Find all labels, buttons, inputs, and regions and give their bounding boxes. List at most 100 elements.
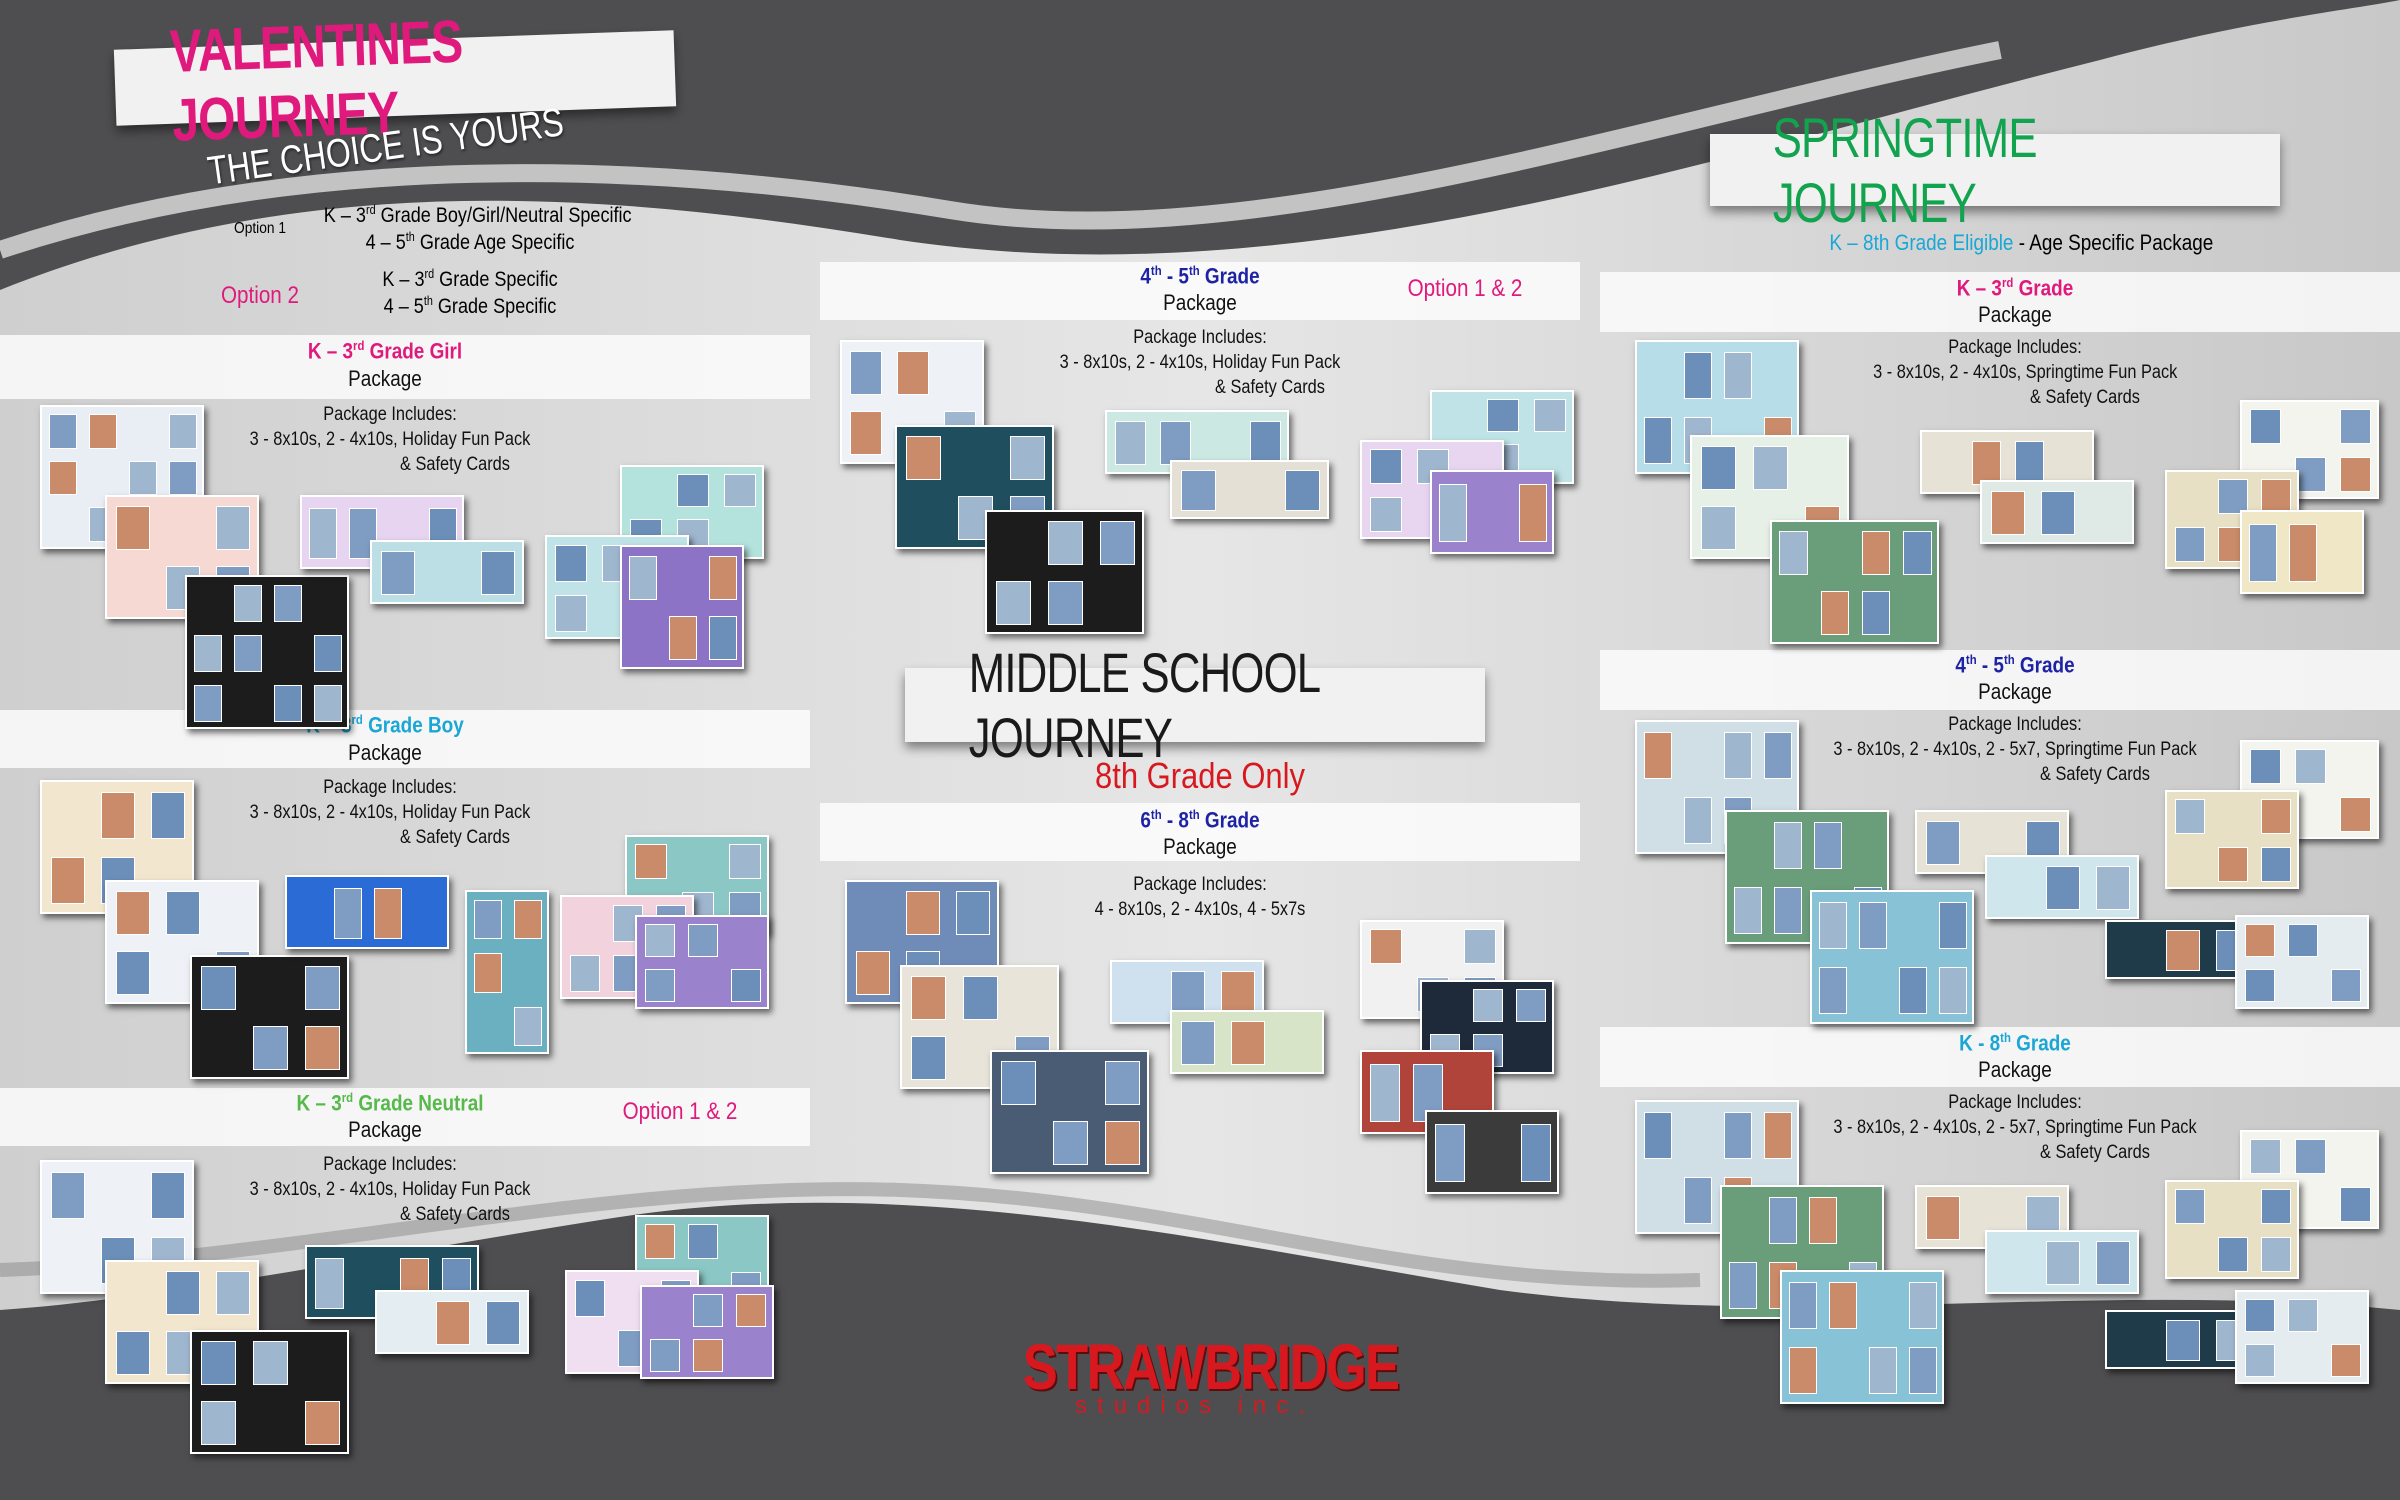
portrait-photo xyxy=(911,976,947,1020)
portrait-photo xyxy=(1861,591,1891,635)
portrait-photo xyxy=(1370,496,1403,532)
portrait-photo xyxy=(201,1341,237,1385)
portrait-photo xyxy=(1009,436,1045,480)
portrait-photo xyxy=(996,581,1032,625)
portrait-photo xyxy=(1829,1281,1857,1330)
portrait-photo xyxy=(2331,1343,2362,1378)
portrait-photo xyxy=(2289,524,2317,582)
portrait-photo xyxy=(1774,886,1802,935)
middle-top-option: Option 1 & 2 xyxy=(1407,275,1523,302)
spring-45-includes-1: 3 - 8x10s, 2 - 4x10s, 2 - 5x7, Springtim… xyxy=(1833,739,2197,760)
portrait-photo xyxy=(731,968,762,1003)
product-thumbnail xyxy=(1170,1010,1324,1074)
portrait-photo xyxy=(1160,421,1191,465)
portrait-photo xyxy=(1752,446,1789,490)
middle-subtitle: 8th Grade Only xyxy=(1095,755,1305,796)
portrait-photo xyxy=(1181,1021,1215,1065)
portrait-photo xyxy=(481,551,515,595)
portrait-photo xyxy=(1789,1281,1817,1330)
spring-k3-band xyxy=(1600,272,2400,332)
portrait-photo xyxy=(644,1224,675,1260)
portrait-photo xyxy=(1769,1196,1797,1245)
product-thumbnail xyxy=(640,1285,774,1379)
spring-k8-includes-2: & Safety Cards xyxy=(2040,1142,2150,1163)
portrait-photo xyxy=(1861,531,1891,575)
valentines-girl-band xyxy=(0,335,810,399)
valentines-girl-package: Package xyxy=(348,366,422,391)
springtime-title: SPRINGTIME JOURNEY xyxy=(1772,106,2038,234)
product-thumbnail xyxy=(2240,400,2379,499)
portrait-photo xyxy=(1809,1196,1837,1245)
portrait-photo xyxy=(1729,1261,1757,1310)
portrait-photo xyxy=(1463,929,1496,965)
spring-k8-band xyxy=(1600,1027,2400,1087)
portrait-photo xyxy=(201,966,237,1010)
portrait-photo xyxy=(2250,749,2281,785)
portrait-photo xyxy=(2174,526,2205,562)
portrait-photo xyxy=(1903,531,1932,575)
product-thumbnail xyxy=(1985,855,2139,919)
portrait-photo xyxy=(1684,1176,1712,1225)
portrait-photo xyxy=(2340,1186,2371,1222)
portrait-photo xyxy=(555,594,588,632)
valentines-boy-band xyxy=(0,710,810,768)
portrait-photo xyxy=(2244,1343,2275,1378)
portrait-photo xyxy=(1789,1346,1817,1395)
option2-line1: K – 3rd Grade Specific xyxy=(382,267,558,291)
portrait-photo xyxy=(374,887,402,939)
portrait-photo xyxy=(1724,351,1752,400)
product-thumbnail xyxy=(375,1290,529,1354)
portrait-photo xyxy=(1516,988,1547,1023)
portrait-photo xyxy=(1724,1111,1752,1160)
portrait-photo xyxy=(2244,923,2275,958)
valentines-girl-includes-2: & Safety Cards xyxy=(400,454,510,475)
portrait-photo xyxy=(1926,1196,1960,1240)
portrait-photo xyxy=(2174,1189,2205,1225)
valentines-neutral-grade: K – 3rd Grade Neutral xyxy=(296,1090,484,1116)
option1-label: Option 1 xyxy=(233,220,287,237)
portrait-photo xyxy=(2295,456,2326,492)
portrait-photo xyxy=(129,460,157,496)
portrait-photo xyxy=(1684,796,1712,845)
portrait-photo xyxy=(1764,731,1792,780)
portrait-photo xyxy=(1819,901,1847,950)
portrait-photo xyxy=(1926,821,1960,865)
portrait-photo xyxy=(856,951,890,995)
portrait-photo xyxy=(649,1338,680,1373)
product-thumbnail xyxy=(190,1330,349,1454)
option1-line2: 4 – 5th Grade Age Specific xyxy=(365,230,575,254)
valentines-girl-includes-1: 3 - 8x10s, 2 - 4x10s, Holiday Fun Pack xyxy=(249,429,531,450)
portrait-photo xyxy=(2014,441,2044,485)
portrait-photo xyxy=(381,551,415,595)
portrait-photo xyxy=(1869,1346,1897,1395)
product-thumbnail xyxy=(1170,460,1329,519)
portrait-photo xyxy=(49,414,77,449)
portrait-photo xyxy=(1533,398,1566,433)
portrait-photo xyxy=(1001,1061,1037,1105)
spring-k3-package: Package xyxy=(1978,302,2052,327)
valentines-neutral-option: Option 1 & 2 xyxy=(622,1098,738,1125)
portrait-photo xyxy=(2340,796,2371,832)
product-thumbnail xyxy=(285,875,449,949)
portrait-photo xyxy=(2250,409,2281,445)
valentines-neutral-package: Package xyxy=(348,1117,422,1142)
product-thumbnail xyxy=(2235,1290,2369,1384)
product-thumbnail xyxy=(2240,740,2379,839)
portrait-photo xyxy=(51,1171,85,1220)
spring-k3-includes-label: Package Includes: xyxy=(1948,337,2082,358)
portrait-photo xyxy=(850,351,883,395)
product-thumbnail xyxy=(895,425,1054,549)
portrait-photo xyxy=(1701,446,1737,490)
portrait-photo xyxy=(2288,1298,2318,1333)
portrait-photo xyxy=(1939,901,1967,950)
product-thumbnail xyxy=(370,540,524,604)
portrait-photo xyxy=(1779,531,1808,575)
portrait-photo xyxy=(2218,479,2248,515)
middle-top-includes-2: & Safety Cards xyxy=(1215,377,1325,398)
portrait-photo xyxy=(2174,799,2205,835)
portrait-photo xyxy=(1115,421,1146,465)
middle-top-band xyxy=(820,262,1580,320)
portrait-photo xyxy=(1171,971,1205,1015)
portrait-photo xyxy=(644,968,675,1003)
spring-k8-package: Package xyxy=(1978,1057,2052,1082)
